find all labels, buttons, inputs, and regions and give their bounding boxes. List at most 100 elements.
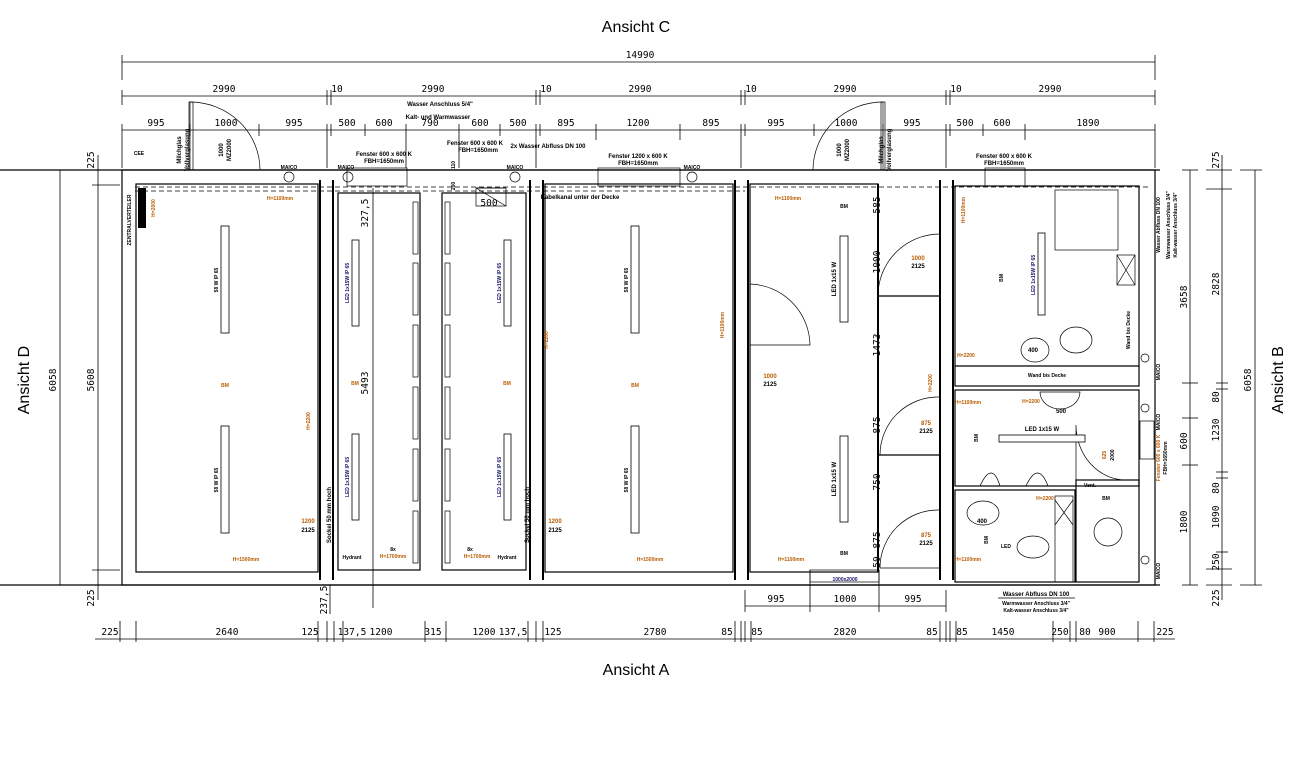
left-dimensions: 6058 5608 225 225 [48,151,120,607]
label-motion-sensor: BM [984,536,990,544]
label-motion-sensor: BM [840,551,848,557]
dim-bottom: 2820 [834,627,857,638]
dim-gap: 10 [331,84,343,95]
dim-label: 1473 [872,334,883,357]
label-milchglas: Milchglas [879,136,885,164]
dim-detail: 1890 [1077,118,1100,129]
label-led: LED [1001,544,1011,550]
dim-bottom: 85 [721,627,732,638]
label-maico: MAICO [684,165,701,171]
dim-right-outer: 250 [1211,553,1222,570]
label-led: LED 1x15 W [832,261,838,296]
dim-bottom: 137,5 [338,627,367,638]
dim-detail: 1000 [215,118,238,129]
view-title-left: Ansicht D [16,346,33,414]
label-window: Fenster 600 x 600 K [356,152,413,158]
label-motion-sensor: BM [503,381,511,387]
light-fixture [1037,232,1046,316]
label-distribution-board: ZENTRALVERTEILER [127,194,133,245]
dim-bottom: 995 [767,594,784,605]
label-door-size: 2125 [911,264,925,270]
dim-left-bottom: 225 [86,589,97,606]
label-hydrant: Hydrant [343,555,362,561]
light-fixture [220,225,230,334]
label-height: H=1700mm [380,554,407,560]
label-socket-height: H=2200 [1036,496,1054,502]
label-door-width: 1000 [837,143,843,157]
label-window-height: FBH=1650mm [984,161,1024,167]
dim-label: 875 [872,416,883,433]
label-sink: 400 [1028,348,1039,354]
dim-right-inner: 1800 [1179,510,1190,533]
label-maico: MAICO [507,165,524,171]
label-vollverglasung: Vollverglasung [185,128,191,171]
label-door-size: 1200 [548,519,562,525]
label-socket-height: H=2200 [928,374,934,392]
dim-module: 2990 [213,84,236,95]
label-socket-height: H=2200 [544,331,550,349]
label-door-size: 2125 [301,528,315,534]
label-height: H=1700mm [464,554,491,560]
dim-bottom: 1200 [370,627,393,638]
label-socket-height: H=1100mm [955,400,982,406]
dim-bottom: 125 [544,627,561,638]
dim-module: 2990 [834,84,857,95]
label-door-size: 2125 [763,382,777,388]
dim-bottom: 85 [956,627,967,638]
dim-detail: 600 [993,118,1010,129]
light-fixture [220,425,230,534]
dim-bottom: 225 [1156,627,1173,638]
label-window-height: FBH=1650mm [364,159,404,165]
dim-left-overall: 6058 [48,368,59,391]
dim-overall-top: 14990 [626,50,655,61]
label-maico: MAICO [1156,563,1162,580]
dim-bottom: 2640 [216,627,239,638]
dim-bottom: 80 [1079,627,1091,638]
label-drain: 2x Wasser Abfluss DN 100 [511,144,587,150]
light-fixture [503,433,512,521]
dim-label: 585 [872,196,883,213]
label-vent: Vent. [1084,483,1097,489]
label-warm-water: Warmwasser Anschluss 3/4" [1166,190,1172,258]
label-door-type: MZ2000 [227,138,233,161]
building-walls [0,101,1160,608]
label-cee: CEE [134,151,145,157]
dim-module: 2990 [1039,84,1062,95]
light-fixture [503,239,512,327]
light-fixture [351,239,360,327]
label-socket-height: H=1100mm [955,557,982,563]
label-socket-height: H=1100mm [775,196,802,202]
dim-label: 1000 [872,250,883,273]
label-door-size: 2000 [1110,449,1116,460]
dim-detail: 500 [956,118,973,129]
label-socket-height: H=1100mm [961,196,967,223]
top-dimensions: 14990 2990 10 2990 10 2990 10 2990 10 29… [121,50,1156,168]
light-fixture [630,225,640,334]
light-fixture [998,434,1086,443]
label-led: LED 1x15W IP 65 [497,263,503,303]
dim-right-outer: 1090 [1211,505,1222,528]
label-window-height: FBH=1650mm [618,161,658,167]
dim-label: 200 [451,182,457,191]
dim-label: 875 [872,531,883,548]
dim-gap: 10 [745,84,757,95]
label-count: 8x [467,547,473,553]
label-socket-height: H=1100mm [778,557,805,563]
bottom-dimensions: 995 1000 995 237,5 225 2640 125 137,5 12… [95,570,1175,642]
label-sink: 400 [977,519,988,525]
label-door-size: 2125 [548,528,562,534]
label-lamp: 58 W IP 65 [214,467,220,492]
dim-right-inner: 600 [1179,432,1190,449]
dim-detail: 500 [509,118,526,129]
right-dimensions: 3658 600 1800 275 2828 80 1230 80 1090 2… [1179,151,1262,607]
light-fixture [630,425,640,534]
light-fixture [351,433,360,521]
dim-detail: 995 [147,118,164,129]
dim-bottom: 250 [1051,627,1068,638]
label-hydrant: Hydrant [498,555,517,561]
label-window: Fenster 600 x 600 K [976,154,1033,160]
label-maico: MAICO [338,165,355,171]
label-vollverglasung: Vollverglasung [887,128,893,171]
light-fixture [839,235,849,323]
